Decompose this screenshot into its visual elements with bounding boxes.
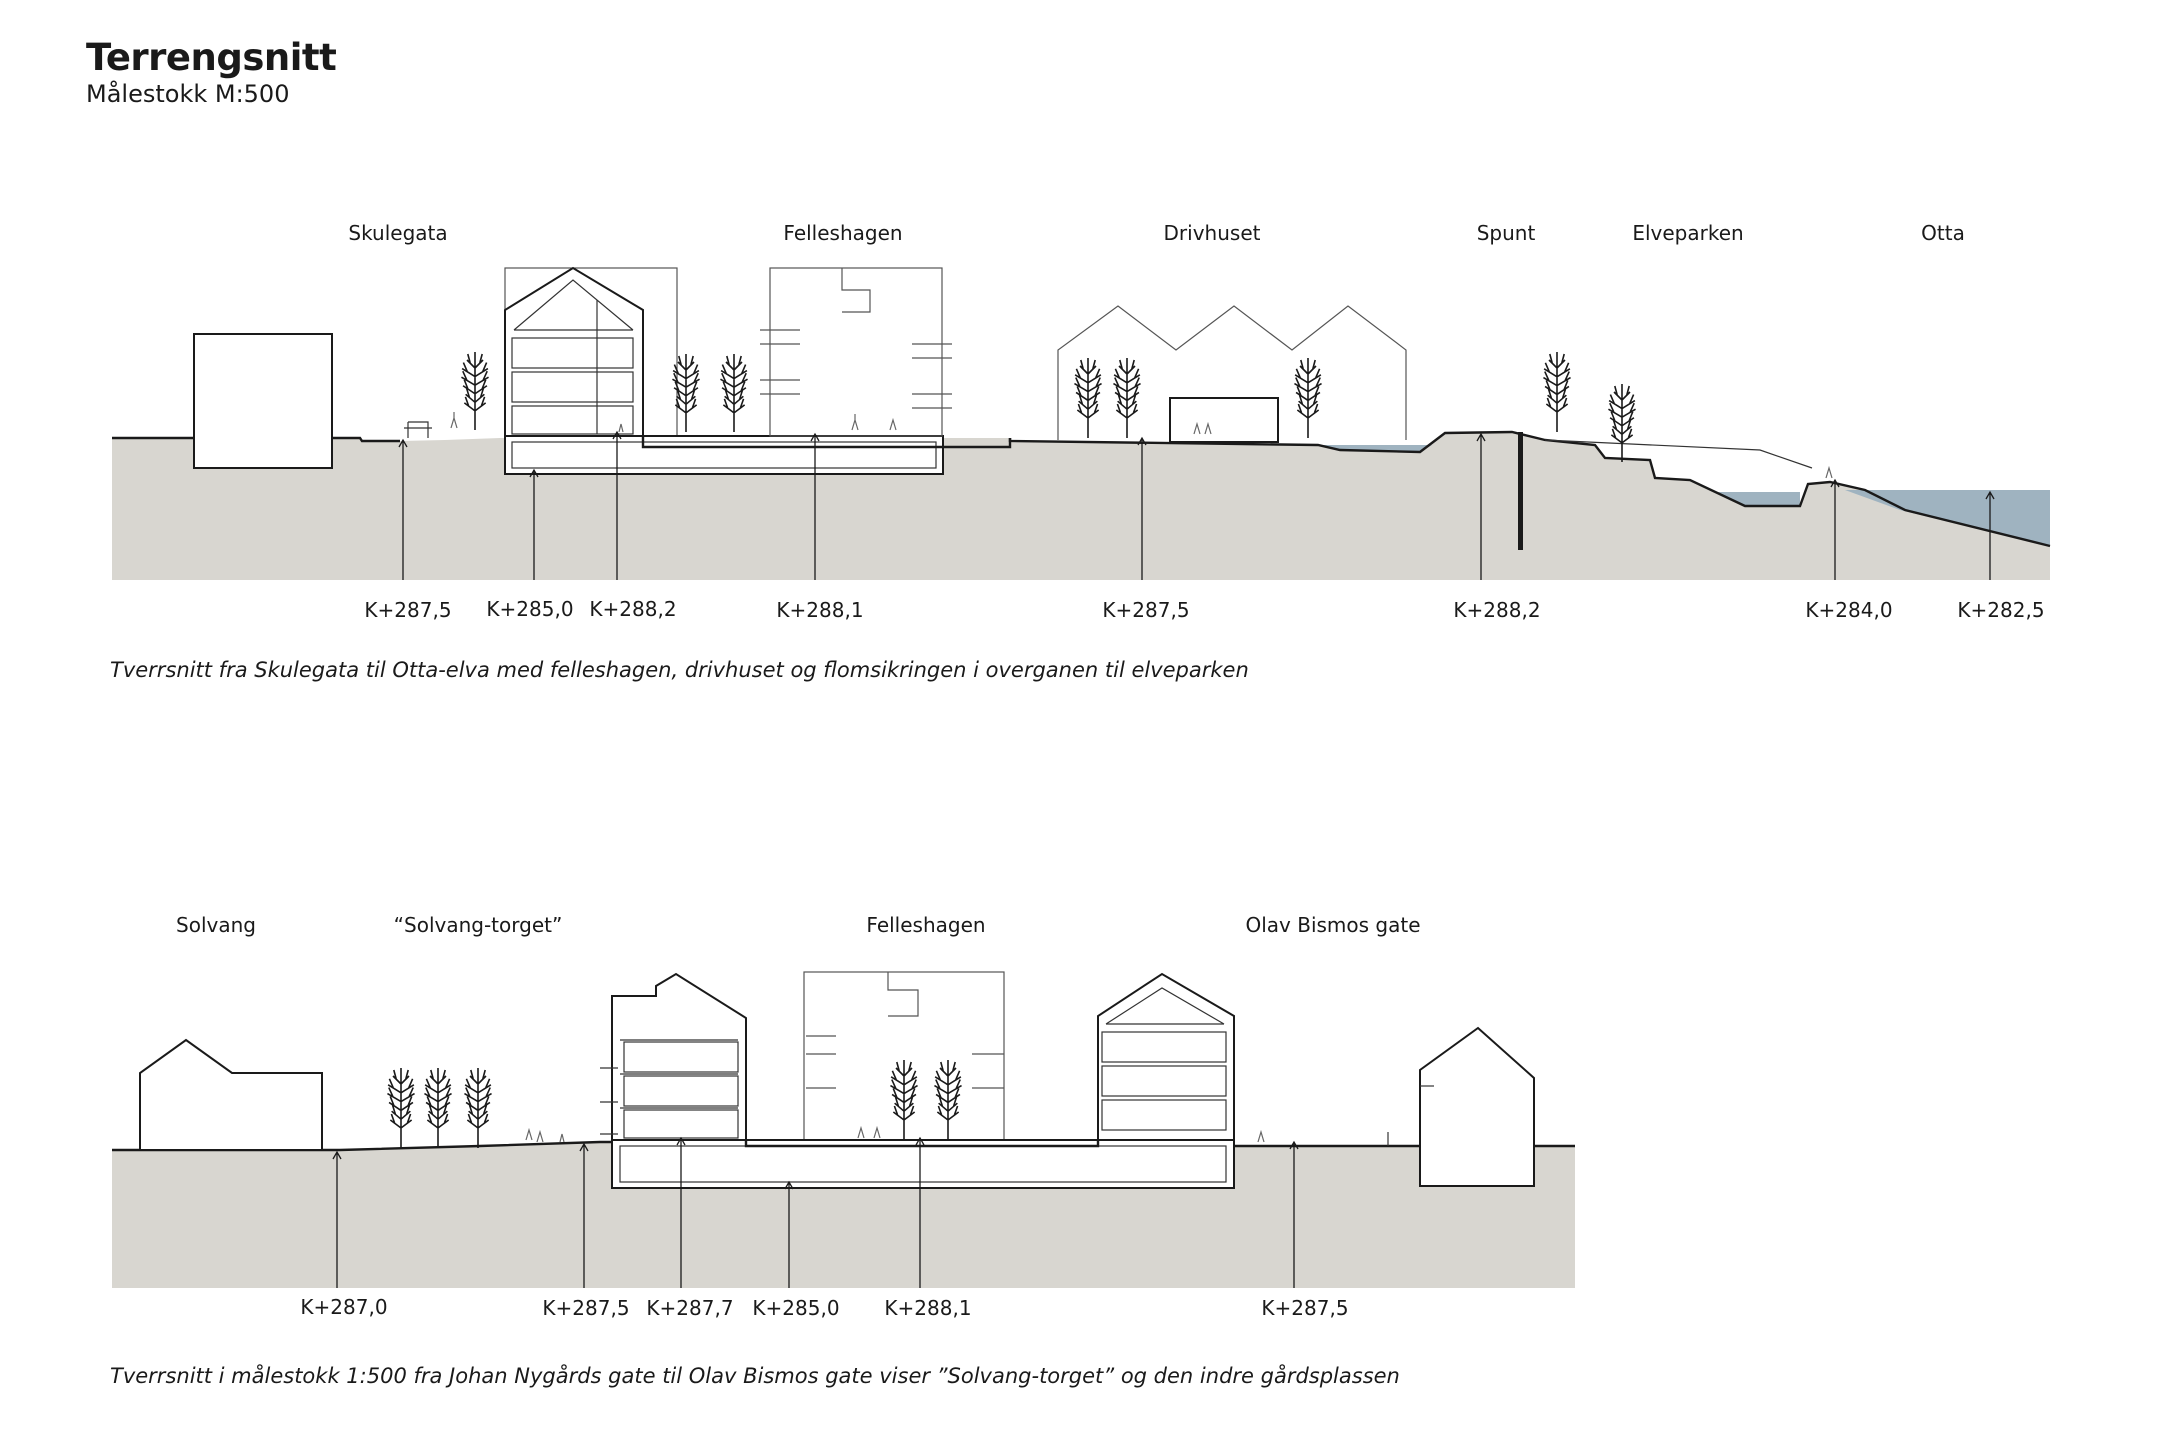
scale-subtitle: Målestokk M:500 [86, 80, 290, 108]
zone-label: Skulegata [348, 221, 447, 245]
tree-icon [1608, 384, 1636, 462]
basement-slab [504, 435, 1012, 475]
trees-group [387, 1060, 962, 1148]
people-group [525, 1125, 1265, 1143]
elevation-label: K+285,0 [752, 1296, 839, 1320]
elevation-label: K+287,5 [364, 598, 451, 620]
elevation-label: K+287,7 [646, 1296, 733, 1320]
section-building-left [600, 972, 747, 1141]
elevation-arrows [398, 430, 1995, 580]
tree-icon [720, 354, 748, 432]
zone-label: Felleshagen [783, 221, 902, 245]
bench-icon [404, 421, 432, 438]
building-solvang [139, 1038, 323, 1151]
elevation-label: K+288,2 [1453, 598, 1540, 620]
section-2-caption: Tverrsnitt i målestokk 1:500 fra Johan N… [110, 1364, 1400, 1388]
tree-icon [890, 1060, 918, 1140]
elevation-label: K+287,0 [300, 1295, 387, 1319]
elevation-label: K+288,1 [884, 1296, 971, 1320]
section-building-right [1097, 972, 1235, 1146]
zone-label: Felleshagen [866, 913, 985, 937]
tree-icon [672, 354, 700, 432]
elevation-label: K+288,1 [776, 598, 863, 620]
terrain-section-2: Solvang “Solvang-torget” Felleshagen Ola… [112, 913, 1575, 1320]
zone-label: Olav Bismos gate [1245, 913, 1420, 937]
elevation-label: K+284,0 [1805, 598, 1892, 620]
tree-icon [934, 1060, 962, 1140]
tree-icon [1294, 358, 1322, 438]
building-block-left [193, 333, 333, 469]
zone-label: “Solvang-torget” [394, 913, 563, 937]
zone-label: Spunt [1477, 221, 1536, 245]
tree-icon [461, 352, 489, 430]
tree-icon [1074, 358, 1102, 438]
people-group [450, 412, 1833, 479]
zone-label: Elveparken [1632, 221, 1743, 245]
elevation-label: K+287,5 [542, 1296, 629, 1320]
river-otta [1845, 490, 2050, 546]
ghost-building-felleshagen [760, 267, 952, 437]
terrain-section-1: Skulegata Felleshagen Drivhuset Spunt El… [112, 221, 2051, 620]
flood-line [1544, 439, 1813, 469]
trees-group [461, 352, 1636, 462]
section-building-1 [504, 266, 678, 437]
section-1-caption: Tverrsnitt fra Skulegata til Otta-elva m… [110, 658, 1249, 682]
elevation-label: K+288,2 [589, 597, 676, 620]
elevation-label: K+282,5 [1957, 598, 2044, 620]
page-title: Terrengsnitt [86, 36, 337, 79]
elevation-label: K+287,5 [1102, 598, 1189, 620]
water-pond [1318, 445, 1432, 452]
zone-label: Solvang [176, 913, 256, 937]
elevation-arrows [332, 1136, 1299, 1288]
elevation-label: K+287,5 [1261, 1296, 1348, 1320]
basement-slab [611, 1139, 1235, 1189]
greenhouse-drivhuset [1057, 305, 1407, 443]
tree-icon [1543, 352, 1571, 432]
zone-label: Otta [1921, 221, 1965, 245]
spunt-sheet-pile [1518, 432, 1523, 550]
tree-icon [387, 1068, 415, 1148]
building-right-house [1419, 1026, 1535, 1187]
elevation-label: K+285,0 [486, 597, 573, 620]
tree-icon [1113, 358, 1141, 438]
tree-icon [464, 1068, 492, 1148]
zone-label: Drivhuset [1164, 221, 1261, 245]
tree-icon [424, 1068, 452, 1148]
